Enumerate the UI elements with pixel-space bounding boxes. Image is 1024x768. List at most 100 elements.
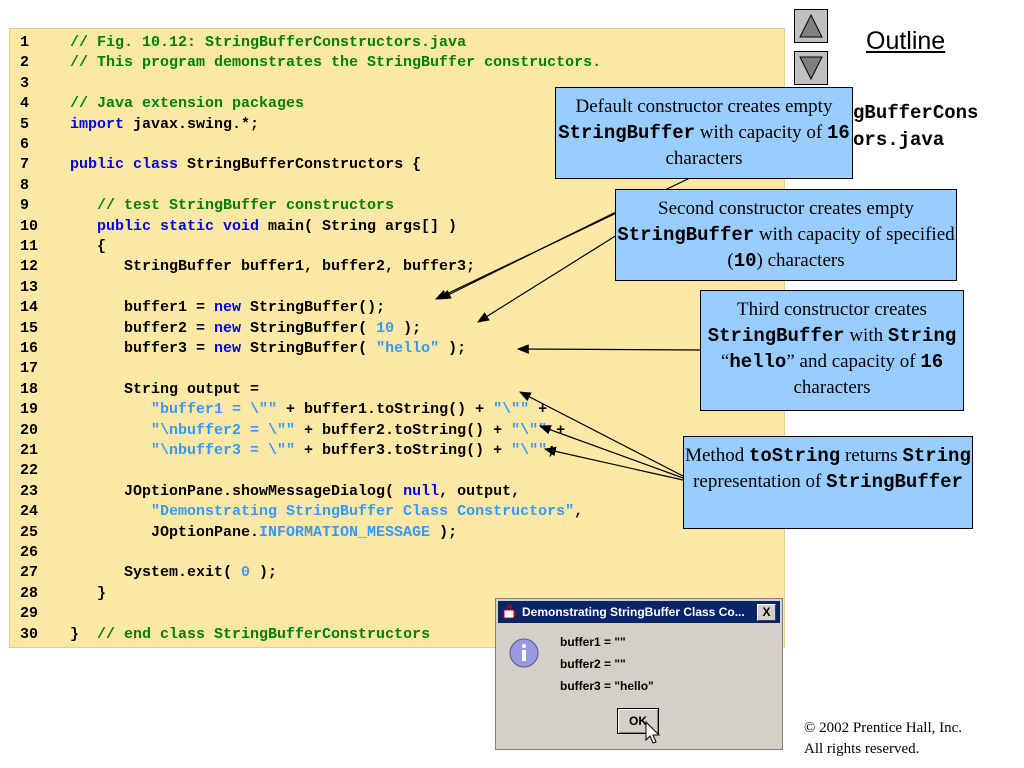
code-text: "\nbuffer2 = \"" + buffer2.toString() + … xyxy=(70,421,565,441)
callout-text: String xyxy=(902,445,971,467)
code-token: public class xyxy=(70,156,179,174)
java-cup-icon xyxy=(503,604,517,619)
callout-text: with capacity of xyxy=(695,122,827,143)
code-text: "Demonstrating StringBuffer Class Constr… xyxy=(70,502,583,522)
previous-slide-button[interactable] xyxy=(794,9,828,43)
triangle-down-icon xyxy=(799,56,823,81)
code-token: // end class StringBufferConstructors xyxy=(97,625,431,643)
code-text: // Java extension packages xyxy=(70,94,304,114)
code-token: // This program demonstrates the StringB… xyxy=(70,54,602,72)
line-number: 29 xyxy=(20,605,39,623)
code-token: , xyxy=(574,503,584,521)
code-token: + xyxy=(529,401,548,419)
callout-text: StringBuffer xyxy=(826,471,963,493)
code-token: StringBuffer buffer1, buffer2, buffer3; xyxy=(70,258,476,276)
line-number: 24 xyxy=(20,503,39,521)
code-token: StringBufferConstructors { xyxy=(178,156,422,174)
code-token: new xyxy=(214,319,242,337)
dialog-message-line-2: buffer2 = "" xyxy=(560,657,626,671)
copyright-line-1: © 2002 Prentice Hall, Inc. xyxy=(804,720,963,736)
code-token: null xyxy=(403,482,440,500)
code-token: } xyxy=(70,584,107,602)
code-text: // test StringBuffer constructors xyxy=(70,196,394,216)
callout-text: Default constructor creates empty xyxy=(575,96,833,117)
code-text: JOptionPane.showMessageDialog( null, out… xyxy=(70,482,520,502)
line-number: 4 xyxy=(20,95,30,113)
callout-text: Method xyxy=(685,445,749,466)
code-token: ); xyxy=(250,564,278,582)
code-text: "buffer1 = \"" + buffer1.toString() + "\… xyxy=(70,400,547,420)
callout-text: Second constructor creates empty xyxy=(658,198,914,219)
code-text: // This program demonstrates the StringB… xyxy=(70,53,601,73)
callout-text: toString xyxy=(748,445,841,467)
code-token: // Java extension packages xyxy=(70,95,305,113)
dialog-title-bar[interactable]: Demonstrating StringBuffer Class Co... X xyxy=(498,601,780,623)
callout-text: representation of xyxy=(693,471,827,492)
code-text: String output = xyxy=(70,380,259,400)
line-number: 7 xyxy=(20,156,30,174)
code-token: "\"" xyxy=(511,442,548,459)
information-icon xyxy=(509,638,539,668)
callout-text: returns xyxy=(840,445,903,466)
callout-text: 16 xyxy=(826,122,850,144)
line-number: 2 xyxy=(20,54,30,72)
line-number: 1 xyxy=(20,34,30,51)
callout-text: with capacity of specified ( xyxy=(727,224,955,271)
copyright-notice: © 2002 Prentice Hall, Inc. All rights re… xyxy=(804,718,962,760)
code-token: 10 xyxy=(376,319,395,337)
code-token: JOptionPane. xyxy=(70,523,260,541)
next-slide-button[interactable] xyxy=(794,51,828,85)
code-token: "buffer1 = \"" xyxy=(151,401,278,419)
line-number: 21 xyxy=(20,442,39,459)
line-number: 13 xyxy=(20,278,39,296)
outline-link[interactable]: Outline xyxy=(866,27,946,55)
code-token: buffer2 = xyxy=(70,319,215,337)
line-number: 6 xyxy=(20,136,30,153)
dialog-message-line-1: buffer1 = "" xyxy=(560,635,626,649)
code-token: "\nbuffer2 = \"" xyxy=(151,421,296,439)
callout-text: ” and capacity of xyxy=(786,351,921,372)
code-token: StringBuffer(); xyxy=(241,299,386,317)
code-token: JOptionPane.showMessageDialog( xyxy=(70,482,404,500)
arrow-second-a xyxy=(438,209,621,300)
line-number: 8 xyxy=(20,176,30,194)
callout-text: 10 xyxy=(733,250,757,272)
callout-text: characters xyxy=(665,148,743,169)
code-token: new xyxy=(214,340,242,357)
mouse-cursor-icon xyxy=(645,721,661,744)
callout-text: hello xyxy=(729,351,787,373)
callout-text: StringBuffer xyxy=(707,325,845,347)
code-token: "\"" xyxy=(511,421,548,439)
code-text: public class StringBufferConstructors { xyxy=(70,155,421,175)
arrow-tostring-a xyxy=(518,391,684,477)
dialog-close-button[interactable]: X xyxy=(757,604,776,621)
code-token: buffer3 = xyxy=(70,340,215,357)
message-dialog: Demonstrating StringBuffer Class Co... X… xyxy=(495,598,783,750)
arrow-tostring-c xyxy=(543,446,684,481)
line-number: 26 xyxy=(20,544,39,561)
dialog-title: Demonstrating StringBuffer Class Co... xyxy=(522,605,745,619)
code-text: JOptionPane.INFORMATION_MESSAGE ); xyxy=(70,523,457,543)
callout-text: String xyxy=(887,325,957,347)
callout-text: Third constructor creates xyxy=(737,299,927,320)
code-token: } xyxy=(70,625,98,643)
line-number: 17 xyxy=(20,360,39,378)
code-token: + xyxy=(547,421,566,439)
code-token: new xyxy=(214,299,242,317)
line-number: 9 xyxy=(20,197,30,215)
code-token: ); xyxy=(439,340,467,357)
callout-text: StringBuffer xyxy=(617,224,755,246)
code-token: + buffer2.toString() + xyxy=(295,421,512,439)
code-text: buffer2 = new StringBuffer( 10 ); xyxy=(70,319,421,339)
line-number: 22 xyxy=(20,462,39,480)
arrow-tostring-b xyxy=(538,425,684,479)
arrow-third xyxy=(516,344,702,354)
line-number: 11 xyxy=(20,238,39,255)
code-text: "\nbuffer3 = \"" + buffer3.toString() + … xyxy=(70,441,556,461)
code-token: String output = xyxy=(70,380,260,398)
callout-text: characters xyxy=(793,377,871,398)
code-text: System.exit( 0 ); xyxy=(70,563,277,583)
code-token: INFORMATION_MESSAGE xyxy=(259,523,431,541)
copyright-line-2: All rights reserved. xyxy=(804,741,920,757)
code-token: + buffer1.toString() + xyxy=(277,401,494,419)
